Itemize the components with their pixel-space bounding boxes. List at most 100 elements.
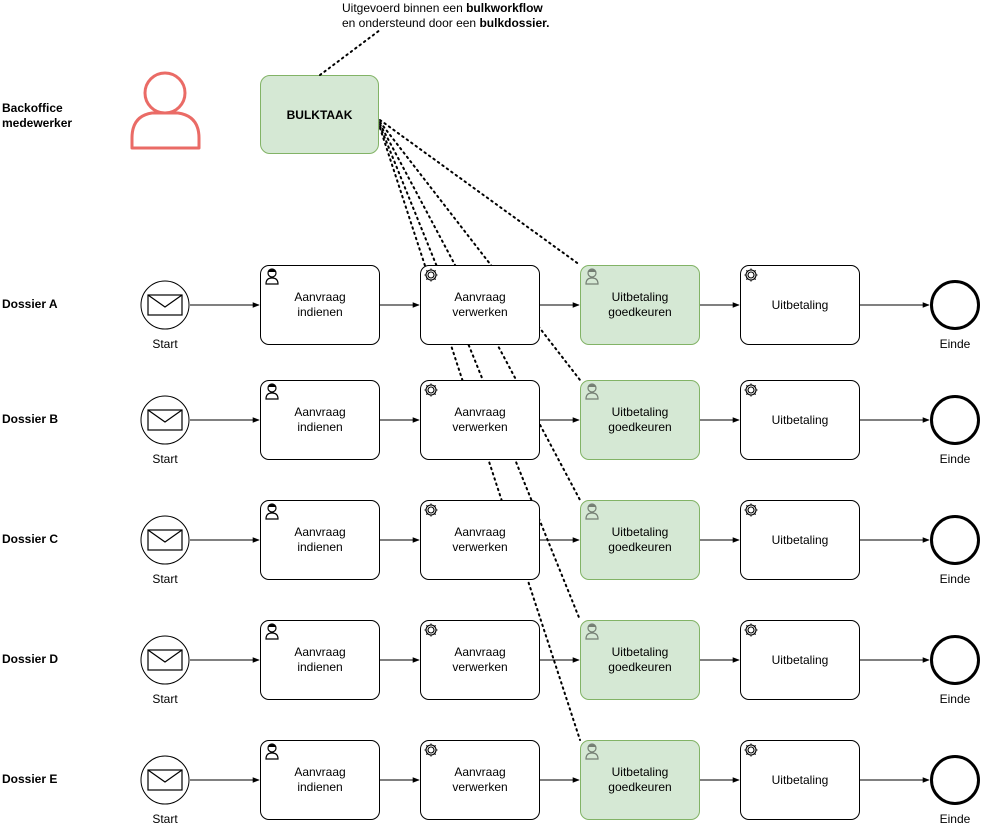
user-task-icon <box>263 742 281 760</box>
task-aanvraag-indienen[interactable]: Aanvraag indienen <box>260 380 380 460</box>
end-label: Einde <box>939 812 971 826</box>
task-aanvraag-verwerken[interactable]: Aanvraag verwerken <box>420 500 540 580</box>
task-label: Aanvraag verwerken <box>452 525 508 554</box>
gear-icon <box>743 382 761 400</box>
end-event[interactable] <box>930 280 980 335</box>
user-task-icon <box>263 382 281 400</box>
gear-icon <box>423 742 441 760</box>
association-line <box>379 119 581 266</box>
person-icon <box>130 71 201 150</box>
gear-icon <box>743 742 761 760</box>
start-label: Start <box>152 572 178 586</box>
task-label: Aanvraag indienen <box>294 645 346 674</box>
task-aanvraag-verwerken[interactable]: Aanvraag verwerken <box>420 740 540 820</box>
task-uitbetaling-goedkeuren[interactable]: Uitbetaling goedkeuren <box>580 500 700 580</box>
user-task-icon <box>263 622 281 640</box>
role-label: Backoffice medewerker <box>2 101 72 131</box>
user-task-icon <box>583 742 601 760</box>
task-uitbetaling[interactable]: Uitbetaling <box>740 500 860 580</box>
task-aanvraag-verwerken[interactable]: Aanvraag verwerken <box>420 380 540 460</box>
start-event[interactable] <box>140 515 190 570</box>
end-circle-icon <box>930 635 980 685</box>
task-aanvraag-indienen[interactable]: Aanvraag indienen <box>260 620 380 700</box>
task-label: Uitbetaling goedkeuren <box>608 645 672 674</box>
task-label: Aanvraag verwerken <box>452 405 508 434</box>
task-label: Uitbetaling <box>771 652 829 667</box>
note-line1-bold: bulkworkflow <box>466 1 543 15</box>
envelope-icon <box>140 280 190 330</box>
gear-icon <box>423 382 441 400</box>
bulk-task[interactable]: BULKTAAK <box>260 75 379 154</box>
task-label: Aanvraag indienen <box>294 525 346 554</box>
end-label: Einde <box>939 572 971 586</box>
note-line2-bold: bulkdossier. <box>479 16 550 30</box>
task-uitbetaling[interactable]: Uitbetaling <box>740 265 860 345</box>
start-label: Start <box>152 812 178 826</box>
end-event[interactable] <box>930 515 980 570</box>
bulk-task-label: BULKTAAK <box>286 107 353 122</box>
envelope-icon <box>140 755 190 805</box>
association-line <box>319 29 381 76</box>
envelope-icon <box>140 395 190 445</box>
user-task-icon <box>583 267 601 285</box>
dossier-label: Dossier C <box>2 532 59 546</box>
task-label: Uitbetaling <box>771 412 829 427</box>
role-label-line2: medewerker <box>2 116 73 130</box>
task-aanvraag-verwerken[interactable]: Aanvraag verwerken <box>420 620 540 700</box>
gear-icon <box>423 502 441 520</box>
annotation-note: Uitgevoerd binnen een bulkworkflow en on… <box>342 1 549 31</box>
gear-icon <box>743 502 761 520</box>
task-label: Uitbetaling goedkeuren <box>608 765 672 794</box>
gear-icon <box>743 622 761 640</box>
task-aanvraag-indienen[interactable]: Aanvraag indienen <box>260 265 380 345</box>
task-label: Uitbetaling goedkeuren <box>608 290 672 319</box>
end-event[interactable] <box>930 755 980 810</box>
task-label: Uitbetaling <box>771 297 829 312</box>
gear-icon <box>743 267 761 285</box>
dossier-label: Dossier B <box>2 412 59 426</box>
task-label: Aanvraag verwerken <box>452 290 508 319</box>
end-circle-icon <box>930 280 980 330</box>
task-uitbetaling-goedkeuren[interactable]: Uitbetaling goedkeuren <box>580 380 700 460</box>
start-label: Start <box>152 692 178 706</box>
task-aanvraag-verwerken[interactable]: Aanvraag verwerken <box>420 265 540 345</box>
end-circle-icon <box>930 755 980 805</box>
task-label: Uitbetaling <box>771 772 829 787</box>
task-label: Uitbetaling goedkeuren <box>608 405 672 434</box>
end-event[interactable] <box>930 395 980 450</box>
task-label: Aanvraag verwerken <box>452 765 508 794</box>
user-task-icon <box>583 382 601 400</box>
dossier-label: Dossier A <box>2 297 58 311</box>
user-task-icon <box>263 267 281 285</box>
end-label: Einde <box>939 692 971 706</box>
start-event[interactable] <box>140 755 190 810</box>
task-uitbetaling[interactable]: Uitbetaling <box>740 620 860 700</box>
role-label-line1: Backoffice <box>2 101 63 115</box>
task-uitbetaling-goedkeuren[interactable]: Uitbetaling goedkeuren <box>580 740 700 820</box>
task-aanvraag-indienen[interactable]: Aanvraag indienen <box>260 500 380 580</box>
task-uitbetaling-goedkeuren[interactable]: Uitbetaling goedkeuren <box>580 265 700 345</box>
start-event[interactable] <box>140 635 190 690</box>
end-event[interactable] <box>930 635 980 690</box>
task-uitbetaling-goedkeuren[interactable]: Uitbetaling goedkeuren <box>580 620 700 700</box>
task-label: Aanvraag indienen <box>294 765 346 794</box>
user-task-icon <box>583 622 601 640</box>
start-label: Start <box>152 452 178 466</box>
dossier-label: Dossier E <box>2 772 58 786</box>
end-circle-icon <box>930 515 980 565</box>
gear-icon <box>423 267 441 285</box>
envelope-icon <box>140 635 190 685</box>
end-circle-icon <box>930 395 980 445</box>
task-aanvraag-indienen[interactable]: Aanvraag indienen <box>260 740 380 820</box>
user-task-icon <box>263 502 281 520</box>
start-event[interactable] <box>140 395 190 450</box>
gear-icon <box>423 622 441 640</box>
note-line1-text: Uitgevoerd binnen een <box>342 1 467 15</box>
task-uitbetaling[interactable]: Uitbetaling <box>740 740 860 820</box>
start-event[interactable] <box>140 280 190 335</box>
task-uitbetaling[interactable]: Uitbetaling <box>740 380 860 460</box>
dossier-label: Dossier D <box>2 652 59 666</box>
note-line2-text: en ondersteund door een <box>342 16 480 30</box>
start-label: Start <box>152 337 178 351</box>
envelope-icon <box>140 515 190 565</box>
